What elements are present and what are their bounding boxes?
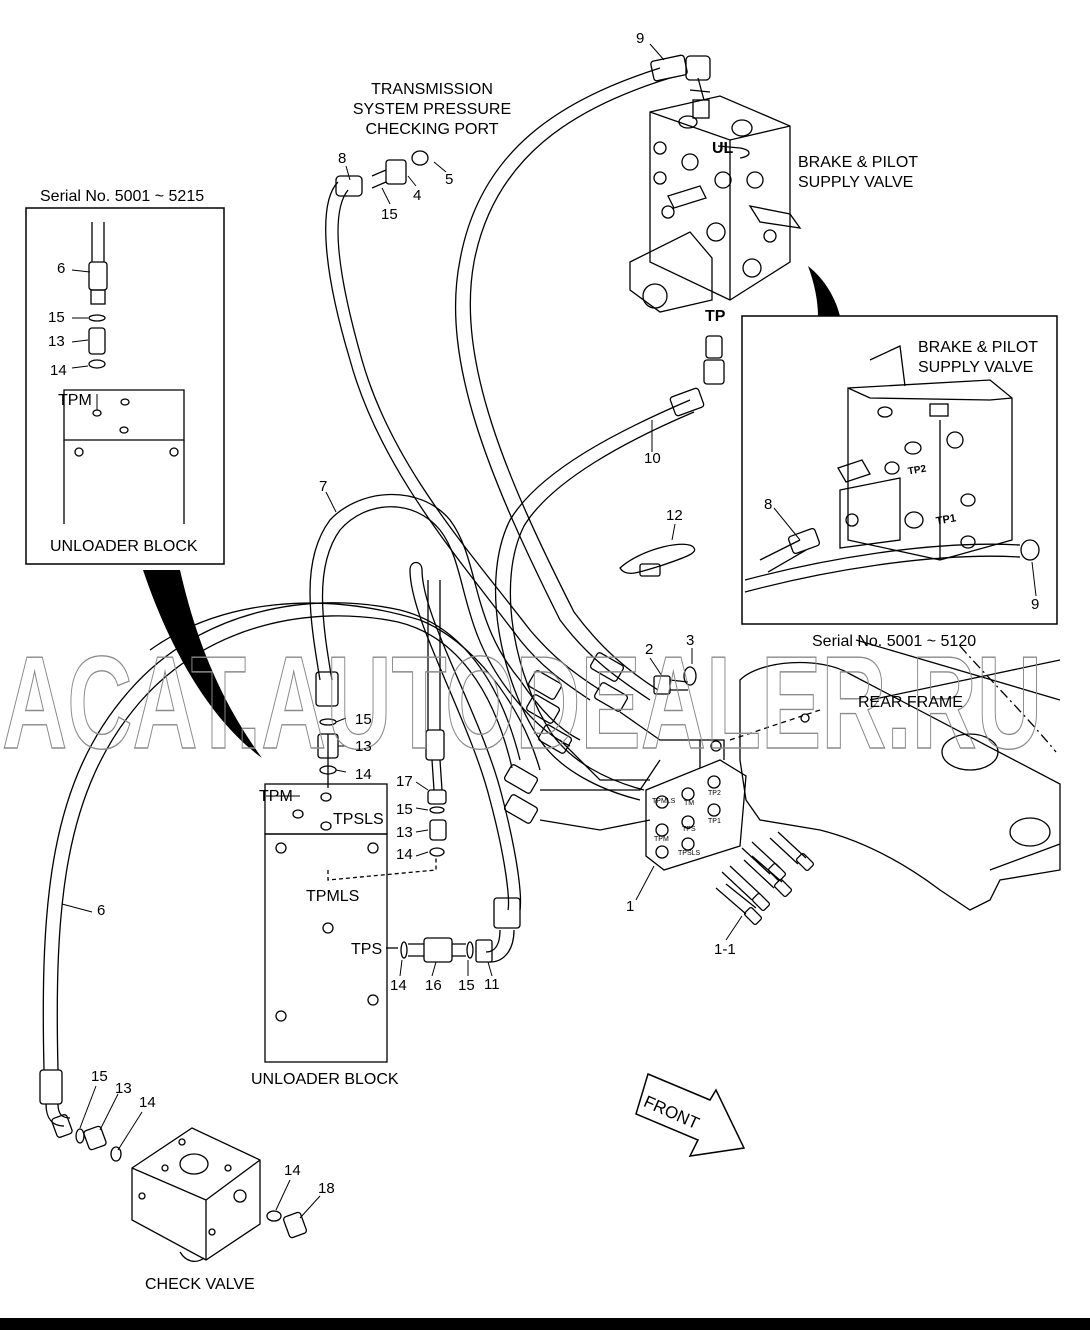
part-9-callout: 9: [636, 30, 645, 47]
unloader-fittings: [317, 718, 447, 857]
plate-port-tps: TPS: [682, 826, 696, 833]
tp1-label: TP1: [935, 512, 958, 528]
inset-right-hose: [744, 527, 1040, 593]
plate-port-tpsls: TPSLS: [678, 850, 701, 857]
check-valve: [131, 1127, 261, 1263]
part-14-inset-callout: 14: [50, 362, 67, 379]
hose-to-17: [425, 580, 445, 791]
part-7-callout: 7: [319, 478, 328, 495]
serial-label-right: Serial No. 5001 ~ 5120: [812, 633, 977, 650]
hose-8: [325, 150, 601, 701]
hose-7: [309, 493, 581, 747]
inset-unloader-block: [63, 389, 185, 524]
part-15-tps-callout: 15: [458, 977, 475, 994]
part-2-callout: 2: [645, 641, 654, 658]
part-18-callout: 18: [318, 1180, 335, 1197]
part-1-1-callout: 1-1: [714, 941, 736, 958]
pointer-left: [143, 570, 262, 758]
test-couplers: [715, 831, 815, 926]
hose-bundle-ends: [503, 652, 700, 831]
pointer-right: [808, 266, 840, 316]
hose-to-11: [409, 561, 522, 963]
part-6-inset-callout: 6: [57, 260, 66, 277]
part-12-callout: 12: [666, 507, 683, 524]
ul-label: UL: [712, 140, 734, 157]
plate-port-tpmls: TPMLS: [652, 798, 676, 805]
clip-12: [619, 543, 696, 577]
tps-fittings: [400, 937, 493, 963]
plate-port-tm: TM: [684, 800, 695, 807]
port-tpsls: TPSLS: [333, 811, 384, 828]
inset-right-valve: [837, 345, 1013, 561]
part-13-cv-callout: 13: [115, 1080, 132, 1097]
part-5-callout: 5: [445, 171, 454, 188]
brake-pilot-valve: [629, 77, 802, 313]
part-15-mid-callout: 15: [355, 711, 372, 728]
part-4-callout: 4: [413, 187, 422, 204]
part-3-callout: 3: [686, 632, 695, 649]
plate-port-tp1: TP1: [708, 818, 721, 825]
unloader-block-inset-label: UNLOADER BLOCK: [50, 538, 198, 555]
inset-box-left: [25, 207, 225, 565]
part-17-callout: 17: [396, 773, 413, 790]
serial-label-left: Serial No. 5001 ~ 5215: [40, 188, 205, 205]
port-tpmls: TPMLS: [306, 888, 360, 905]
transmission-port-label-2: SYSTEM PRESSURE: [352, 101, 512, 118]
port-tpm: TPM: [259, 788, 293, 805]
test-port-plate: [645, 739, 747, 871]
tp-fitting: [703, 335, 725, 385]
part-16-callout: 16: [425, 977, 442, 994]
part-15-cv-callout: 15: [91, 1068, 108, 1085]
brake-valve-label-1: BRAKE & PILOT: [798, 154, 919, 171]
part-8-inset-callout: 8: [764, 496, 773, 513]
part-13-b-callout: 13: [396, 824, 413, 841]
part-14-b-callout: 14: [396, 846, 413, 863]
plate-port-tp2: TP2: [708, 790, 721, 797]
inset-left-hose: [88, 222, 108, 369]
tp-label: TP: [705, 308, 726, 325]
part-8-callout: 8: [338, 150, 347, 167]
part-13-inset-callout: 13: [48, 333, 65, 350]
hose-9: [454, 54, 711, 701]
part-14-mid-callout: 14: [355, 766, 372, 783]
part-14-tps-callout: 14: [390, 977, 407, 994]
part-15-inset-callout: 15: [48, 309, 65, 326]
leader-lines: [61, 43, 1037, 1219]
tp2-label: TP2: [907, 463, 928, 478]
part-14-cv2-callout: 14: [284, 1162, 301, 1179]
transmission-port-label-3: CHECKING PORT: [365, 121, 499, 138]
watermark-text: ACAT.AUTODEALER.RU: [2, 629, 1042, 776]
part-10-callout: 10: [644, 450, 661, 467]
unloader-block-main: [264, 734, 437, 1063]
brake-valve-label-2: SUPPLY VALVE: [798, 174, 914, 191]
transmission-port-label-1: TRANSMISSION: [371, 81, 493, 98]
rear-frame-label: REAR FRAME: [858, 694, 963, 711]
check-valve-label: CHECK VALVE: [145, 1276, 255, 1293]
part-9-inset-callout: 9: [1031, 596, 1040, 613]
inset-box-right: [741, 315, 1058, 625]
part-1-callout: 1: [626, 898, 635, 915]
rear-frame: [729, 639, 1061, 911]
part-15-top-callout: 15: [381, 206, 398, 223]
front-arrow: [635, 1072, 746, 1157]
part-6-callout: 6: [97, 902, 106, 919]
port-tpm-inset: TPM: [58, 392, 92, 409]
brake-valve-inset-label-2: SUPPLY VALVE: [918, 359, 1034, 376]
plate-port-tpm: TPM: [654, 836, 669, 843]
part-11-callout: 11: [484, 976, 500, 993]
washer-3: [683, 666, 697, 686]
hose-10: [494, 387, 705, 801]
port-tps: TPS: [351, 941, 383, 958]
part-14-cv-callout: 14: [139, 1094, 156, 1111]
check-valve-fittings: [51, 1114, 308, 1239]
hose-6: [39, 602, 541, 1127]
part-15-b-callout: 15: [396, 801, 413, 818]
unloader-block-label: UNLOADER BLOCK: [251, 1071, 399, 1088]
bottom-border: [0, 1318, 1090, 1330]
brake-valve-inset-label-1: BRAKE & PILOT: [918, 339, 1039, 356]
part-13-mid-callout: 13: [355, 738, 372, 755]
